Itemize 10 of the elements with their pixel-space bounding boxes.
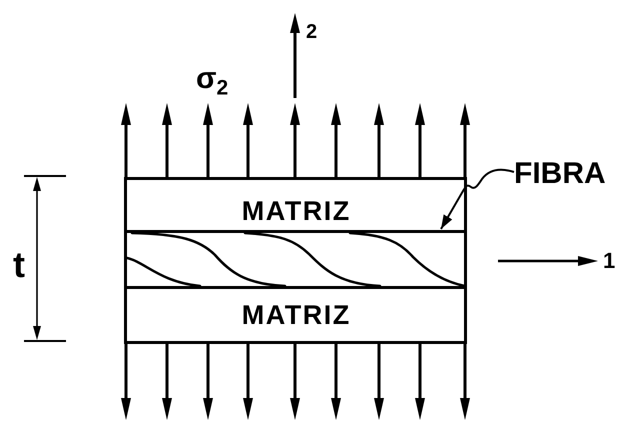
layer-label: MATRIZ xyxy=(242,198,351,224)
matrix-layer xyxy=(124,286,467,344)
axis-label: 2 xyxy=(306,22,318,42)
axis-label: 1 xyxy=(603,250,616,272)
callout-label: FIBRA xyxy=(514,159,606,189)
dimension-label: t xyxy=(13,247,25,283)
matrix-layer xyxy=(124,177,467,233)
stress-symbol: σ$_{2}$ xyxy=(196,64,228,94)
leader-line xyxy=(440,168,514,230)
layer-label: MATRIZ xyxy=(242,302,351,328)
